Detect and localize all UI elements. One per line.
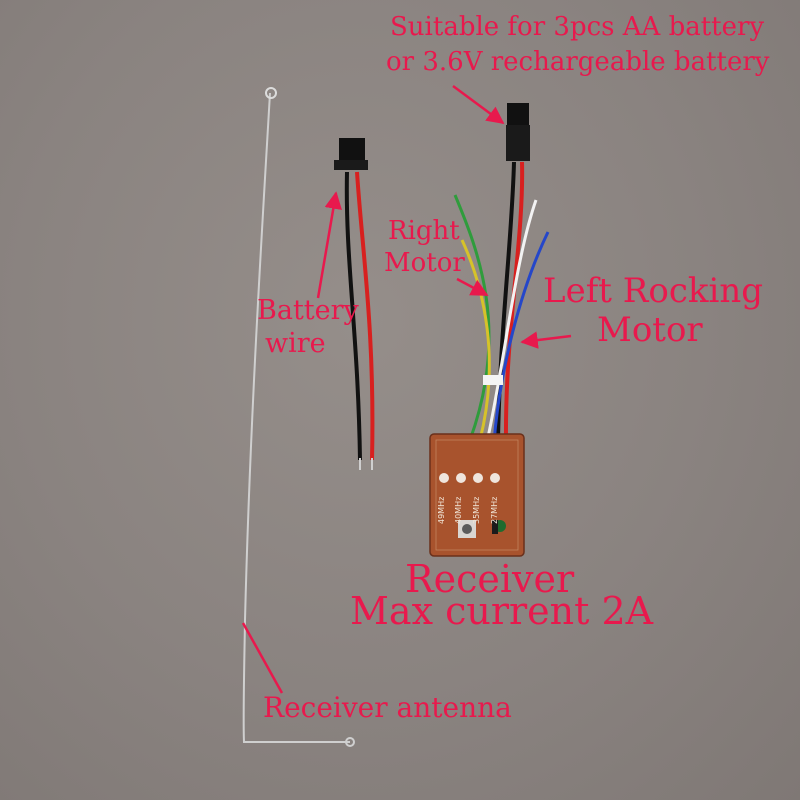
battery-note-line1: Suitable for 3pcs AA battery <box>390 12 765 42</box>
receiver-label-line1: Receiver <box>405 557 575 601</box>
board-label-27mhz: 27MHz <box>490 496 499 524</box>
board-label-35mhz: 35MHz <box>472 496 481 524</box>
battery-wire-label-line1: Battery <box>257 295 359 326</box>
battery-wire-label-line2: wire <box>265 328 326 359</box>
right-motor-label-line1: Right <box>388 216 460 246</box>
left-motor-label-line2: Motor <box>597 310 703 350</box>
antenna-wire <box>242 87 355 747</box>
receiver-label-line2: Max current 2A <box>350 589 654 633</box>
receiver-board <box>429 433 525 557</box>
left-motor-label-line1: Left Rocking <box>543 271 764 311</box>
antenna-label: Receiver antenna <box>263 691 512 724</box>
battery-note-line2: or 3.6V rechargeable battery <box>386 47 770 77</box>
arrow-left-motor <box>520 331 572 349</box>
arrow-right-motor <box>456 277 489 297</box>
board-label-49mhz: 49MHz <box>437 496 446 524</box>
battery-wire <box>334 138 375 470</box>
arrow-battery-wire <box>316 191 342 299</box>
right-motor-label-line2: Motor <box>384 248 465 278</box>
board-label-40mhz: 40MHz <box>454 496 463 524</box>
receiver-wiring <box>453 103 550 443</box>
arrow-battery-connector <box>452 84 505 125</box>
arrow-antenna <box>241 622 284 694</box>
